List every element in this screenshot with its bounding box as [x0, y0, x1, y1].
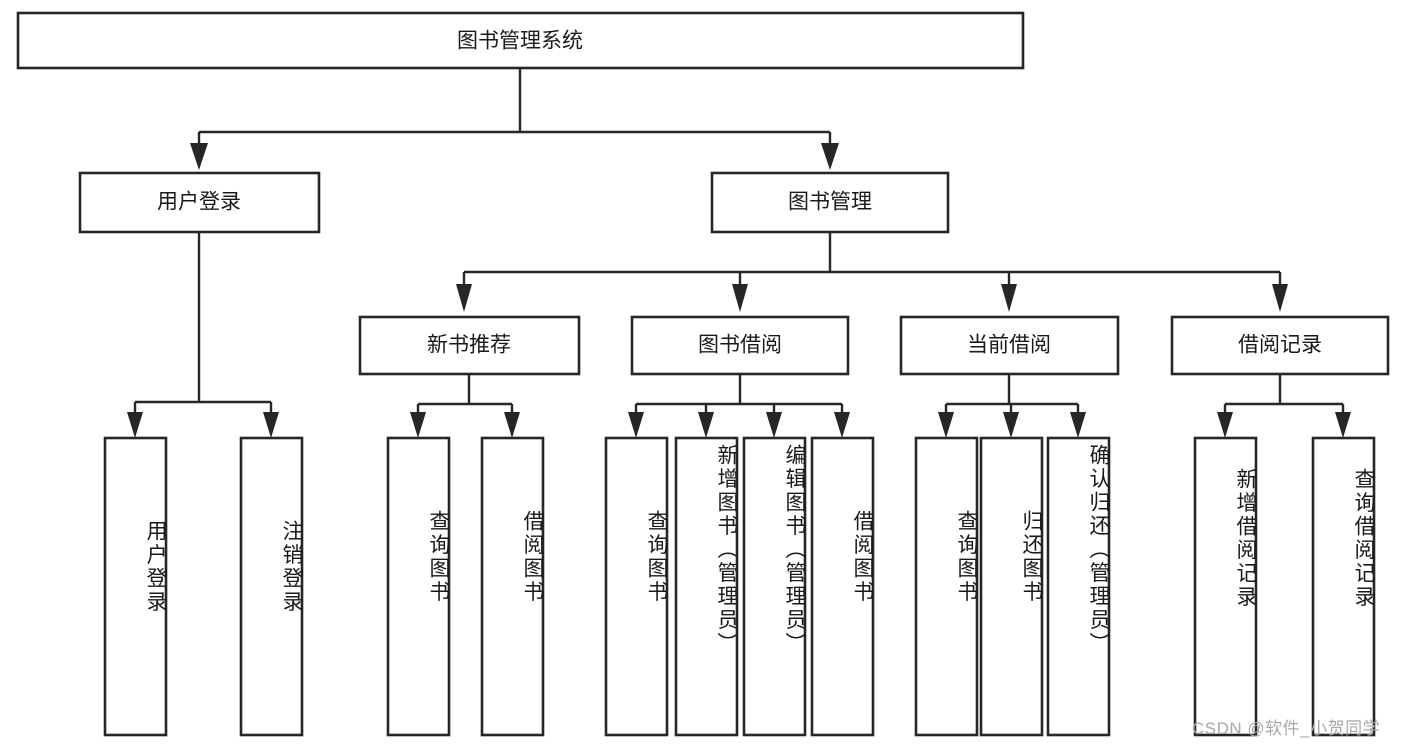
- node-current-borrow-label: 当前借阅: [967, 334, 1051, 357]
- node-current-borrow[interactable]: 当前借阅: [899, 315, 1120, 376]
- node-user-login[interactable]: 用户登录: [78, 171, 321, 234]
- node-new-book-recommend-label: 新书推荐: [427, 334, 511, 357]
- leaf-box-add-borrow-record[interactable]: [1193, 436, 1258, 737]
- connector-userlogin-to-leaves: [127, 232, 279, 438]
- leaf-box-confirm-return-admin[interactable]: [1046, 436, 1111, 737]
- connector-currentborrow-to-leaves: [938, 374, 1086, 438]
- leaf-box-borrow-book-2[interactable]: [810, 436, 875, 737]
- connector-bookmgmt-to-level3: [456, 232, 1288, 312]
- node-book-management-label: 图书管理: [788, 191, 872, 214]
- node-book-borrow-label: 图书借阅: [698, 334, 782, 357]
- connector-borrowrecord-to-leaves: [1217, 374, 1351, 438]
- node-root-label: 图书管理系统: [457, 30, 583, 53]
- node-user-login-label: 用户登录: [157, 191, 241, 214]
- leaf-box-return-book[interactable]: [979, 436, 1044, 737]
- node-borrow-record-label: 借阅记录: [1238, 334, 1322, 357]
- leaf-box-edit-book-admin[interactable]: [742, 436, 807, 737]
- node-book-management[interactable]: 图书管理: [710, 171, 950, 234]
- node-root-system[interactable]: 图书管理系统: [16, 11, 1025, 70]
- leaf-box-borrow-book-1[interactable]: [480, 436, 545, 737]
- leaf-box-query-book-2[interactable]: [604, 436, 669, 737]
- leaf-box-query-borrow-record[interactable]: [1311, 436, 1376, 737]
- leaf-box-query-book-1[interactable]: [386, 436, 451, 737]
- node-book-borrow[interactable]: 图书借阅: [630, 315, 850, 376]
- leaf-box-logout[interactable]: [239, 436, 304, 737]
- connector-bookborrow-to-leaves: [628, 374, 850, 438]
- connector-newbook-to-leaves: [410, 374, 520, 438]
- node-borrow-record[interactable]: 借阅记录: [1170, 315, 1390, 376]
- connector-root-to-level2: [190, 68, 839, 170]
- csdn-watermark: CSDN @软件_小贺同学: [1192, 719, 1381, 738]
- leaf-box-add-book-admin[interactable]: [674, 436, 739, 737]
- leaf-box-user-login[interactable]: [103, 436, 168, 737]
- leaf-box-query-book-3[interactable]: [914, 436, 979, 737]
- node-new-book-recommend[interactable]: 新书推荐: [358, 315, 581, 376]
